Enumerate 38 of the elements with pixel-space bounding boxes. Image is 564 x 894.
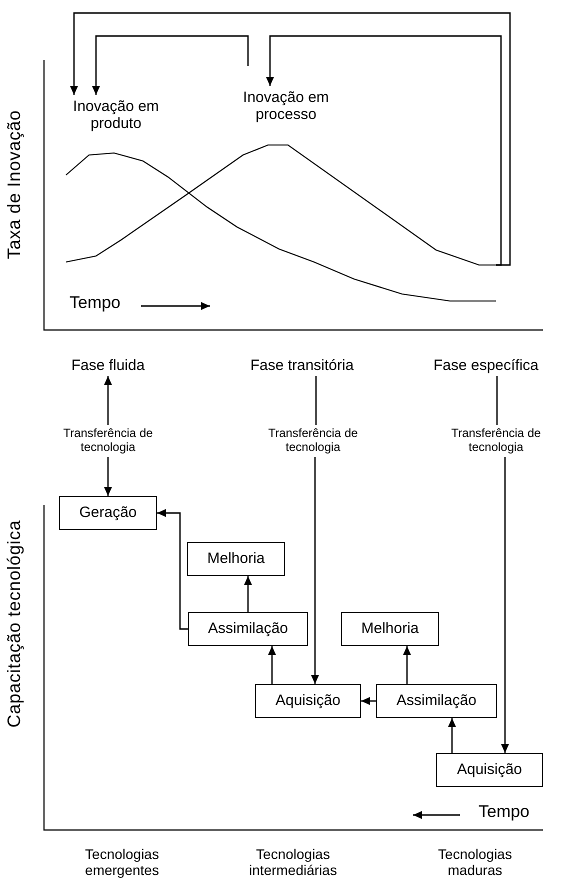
phase-label: Fase transitória: [236, 356, 368, 376]
curve-label: Inovação em processo: [222, 86, 350, 126]
arrow: [70, 12, 511, 266]
process-box: Geração: [59, 496, 157, 530]
axis-title: Capacitação tecnológica: [4, 520, 25, 728]
curve: [66, 144, 496, 266]
arrow: [104, 376, 112, 425]
arrow: [448, 718, 456, 753]
arrow: [501, 457, 509, 753]
transfer-label: Transferência de tecnologia: [245, 425, 381, 457]
arrow: [361, 697, 376, 705]
axis-title: Taxa de Inovação: [4, 110, 25, 260]
process-box: Assimilação: [376, 684, 497, 718]
transfer-label: Transferência de tecnologia: [428, 425, 564, 457]
arrow: [266, 35, 502, 266]
arrow: [244, 576, 252, 612]
transfer-label: Transferência de tecnologia: [40, 425, 176, 457]
process-box: Aquisição: [255, 684, 361, 718]
arrow: [403, 646, 411, 684]
connector-line: [315, 376, 317, 425]
category-label: Tecnologias maduras: [437, 846, 513, 878]
process-box: Assimilação: [188, 612, 308, 646]
phase-label: Fase específica: [420, 356, 552, 376]
process-box: Aquisição: [436, 753, 543, 787]
arrow: [92, 35, 249, 95]
arrow: [268, 646, 276, 684]
curve-label: Inovação em produto: [58, 95, 174, 135]
arrow: [104, 457, 112, 496]
arrow: [311, 457, 319, 684]
process-box: Melhoria: [187, 542, 285, 576]
arrow: [157, 509, 188, 630]
axis-label: Tempo: [477, 802, 531, 822]
axis-label: Tempo: [68, 293, 122, 313]
phase-label: Fase fluida: [58, 356, 158, 376]
category-label: Tecnologias emergentes: [84, 846, 160, 878]
process-box: Melhoria: [341, 612, 439, 646]
category-label: Tecnologias intermediárias: [248, 846, 338, 878]
connector-line: [496, 376, 498, 425]
